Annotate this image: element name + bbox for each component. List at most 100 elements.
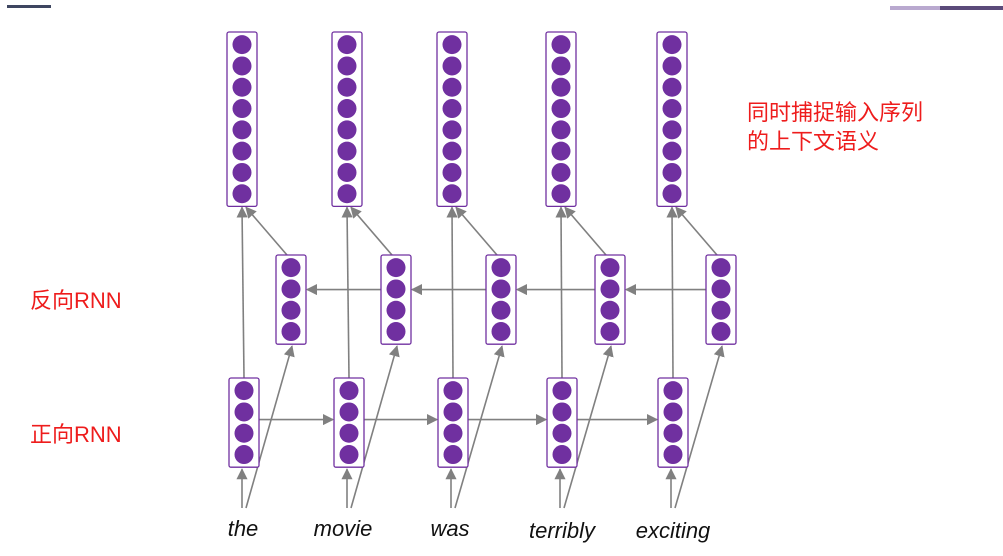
backward-node: [386, 279, 406, 299]
output-cell-5: [656, 31, 688, 208]
output-cell-3: [436, 31, 468, 208]
forward-node: [552, 381, 572, 401]
output-node: [232, 120, 252, 140]
forward-node: [663, 445, 683, 465]
backward-node: [600, 300, 620, 320]
forward-node: [443, 445, 463, 465]
backward-node: [386, 258, 406, 278]
backward-to-output-arrow: [350, 206, 393, 256]
backward-node: [281, 300, 301, 320]
output-node: [551, 120, 571, 140]
output-node: [337, 77, 357, 97]
output-node: [442, 99, 462, 119]
backward-node: [711, 279, 731, 299]
forward-to-output-arrow: [446, 206, 458, 379]
backward-to-output-arrow: [455, 206, 498, 256]
backward-node: [491, 258, 511, 278]
forward-to-output-arrow: [666, 206, 678, 379]
input-to-backward-arrow: [350, 345, 400, 509]
output-node: [662, 141, 682, 161]
output-node: [232, 99, 252, 119]
backward-node: [491, 322, 511, 342]
backward-cell-box: [594, 254, 626, 345]
forward-node: [552, 445, 572, 465]
backward-node: [600, 279, 620, 299]
output-cell-box: [656, 31, 688, 208]
output-node: [442, 162, 462, 182]
forward-node: [443, 402, 463, 422]
backward-node: [600, 258, 620, 278]
output-node: [337, 99, 357, 119]
output-node: [662, 99, 682, 119]
forward-node: [663, 423, 683, 443]
forward-node: [339, 445, 359, 465]
forward-node: [443, 423, 463, 443]
backward-cell-box: [380, 254, 412, 345]
input-word-terribly: terribly: [528, 518, 596, 543]
forward-cell-2: [333, 377, 365, 468]
forward-cell-box: [333, 377, 365, 468]
output-node: [337, 141, 357, 161]
output-cell-box: [226, 31, 258, 208]
output-node: [232, 184, 252, 204]
forward-node: [663, 402, 683, 422]
input-word-exciting: exciting: [635, 518, 711, 543]
output-cell-1: [226, 31, 258, 208]
backward-cell-3: [485, 254, 517, 345]
backward-cell-5: [705, 254, 737, 345]
backward-cell-box: [485, 254, 517, 345]
input-to-backward-arrow: [454, 345, 505, 509]
output-node: [442, 141, 462, 161]
output-cell-box: [331, 31, 363, 208]
forward-node: [234, 381, 254, 401]
output-node: [551, 56, 571, 76]
output-node: [551, 99, 571, 119]
backward-cell-4: [594, 254, 626, 345]
output-node: [551, 35, 571, 55]
backward-to-output-arrow: [675, 206, 718, 256]
output-node: [551, 77, 571, 97]
output-node: [232, 77, 252, 97]
input-word-was: was: [430, 516, 470, 541]
forward-cell-1: [228, 377, 260, 468]
backward-cell-2: [380, 254, 412, 345]
forward-node: [234, 423, 254, 443]
top-right-accent-bar-light: [890, 6, 940, 10]
backward-cell-1: [275, 254, 307, 345]
output-node: [662, 35, 682, 55]
output-node: [442, 77, 462, 97]
backward-node: [386, 322, 406, 342]
output-node: [442, 120, 462, 140]
forward-node: [663, 381, 683, 401]
output-node: [337, 184, 357, 204]
output-node: [662, 184, 682, 204]
output-node: [662, 77, 682, 97]
context-label-line2: 的上下文语义: [747, 129, 880, 154]
backward-node: [600, 322, 620, 342]
forward-cell-box: [228, 377, 260, 468]
output-node: [337, 35, 357, 55]
backward-cell-box: [705, 254, 737, 345]
boxes-layer: [226, 31, 737, 468]
output-cell-box: [436, 31, 468, 208]
forward-cell-4: [546, 377, 578, 468]
backward-node: [711, 322, 731, 342]
input-to-backward-arrow: [245, 345, 295, 509]
forward-node: [552, 402, 572, 422]
output-node: [662, 162, 682, 182]
input-to-backward-arrow: [674, 345, 725, 509]
output-node: [337, 56, 357, 76]
forward-cell-5: [657, 377, 689, 468]
output-node: [442, 56, 462, 76]
input-word-movie: movie: [313, 516, 373, 541]
output-node: [442, 35, 462, 55]
backward-rnn-label: 反向RNN: [30, 288, 122, 313]
output-node: [551, 184, 571, 204]
forward-node: [339, 423, 359, 443]
forward-cell-3: [437, 377, 469, 468]
output-node: [442, 184, 462, 204]
forward-to-output-arrow: [555, 206, 567, 379]
backward-node: [281, 322, 301, 342]
output-node: [232, 35, 252, 55]
output-cell-box: [545, 31, 577, 208]
